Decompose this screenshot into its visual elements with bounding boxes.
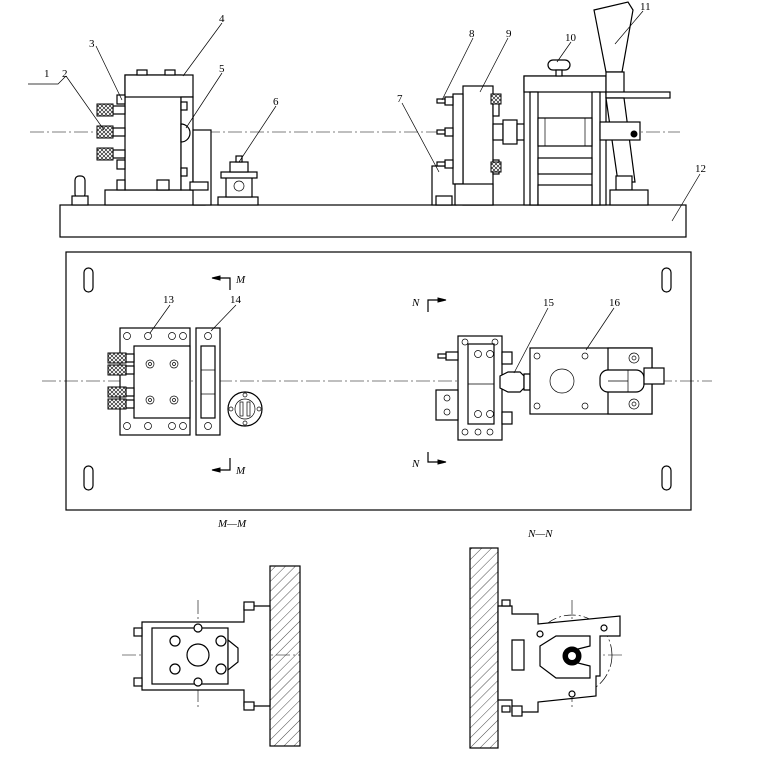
base-plate [59,204,687,238]
slot-top-right [661,267,672,293]
section-m-bottom: M [211,458,246,477]
clamp-body-13 [119,327,191,436]
top-knurled-screws [107,352,135,410]
round-flange [227,391,263,427]
section-nn-view: N—N [469,528,625,749]
top-view: M M N N [42,251,712,511]
part-number: 3 [89,38,95,50]
front-leaders [28,10,701,222]
part-number: 5 [219,63,225,75]
bushing-part-6 [217,155,259,206]
clamp-part-10 [502,59,607,206]
slot-top-left [83,267,94,293]
slot-bottom-left [83,465,94,491]
nn-wall-hatch [469,547,499,749]
mm-wall-hatch [269,565,301,747]
svg-text:M: M [235,465,246,477]
part-number: 8 [469,28,475,40]
part-number: 15 [543,297,555,309]
part-number: 2 [62,68,68,80]
fixture-part-9 [436,85,504,206]
part-number: 16 [609,297,621,309]
fixture-part-15 [435,335,531,441]
slot-bottom-right [661,465,672,491]
section-n-bottom: N [411,452,447,470]
svg-text:N: N [411,297,420,309]
section-mm-view: M—M [122,518,301,747]
left-knob [71,175,89,206]
front-view [28,1,701,238]
part-number-labels: 1 2 3 4 5 6 7 8 9 10 11 12 13 14 15 16 [44,1,706,309]
part-number: 13 [163,294,175,306]
section-m-top: M [211,274,246,290]
section-n-top: N [411,297,447,312]
cam-lever [593,1,671,206]
part-number: 11 [640,1,651,13]
part-number: 1 [44,68,50,80]
top-leaders [149,304,615,374]
svg-text:N: N [411,458,420,470]
svg-text:M: M [235,274,246,286]
part-number: 14 [230,294,242,306]
clamp-part-16 [529,347,665,415]
left-clamp-body [104,69,212,206]
knurled-screws [96,103,126,161]
part-number: 12 [695,163,706,175]
block-part-7 [431,165,457,206]
nn-title: N—N [527,528,553,540]
mm-title: M—M [217,518,247,530]
jaw-part-14 [195,327,221,436]
part-number: 4 [219,13,225,25]
part-number: 7 [397,93,403,105]
part-number: 6 [273,96,279,108]
part-number: 9 [506,28,512,40]
part-number: 10 [565,32,577,44]
